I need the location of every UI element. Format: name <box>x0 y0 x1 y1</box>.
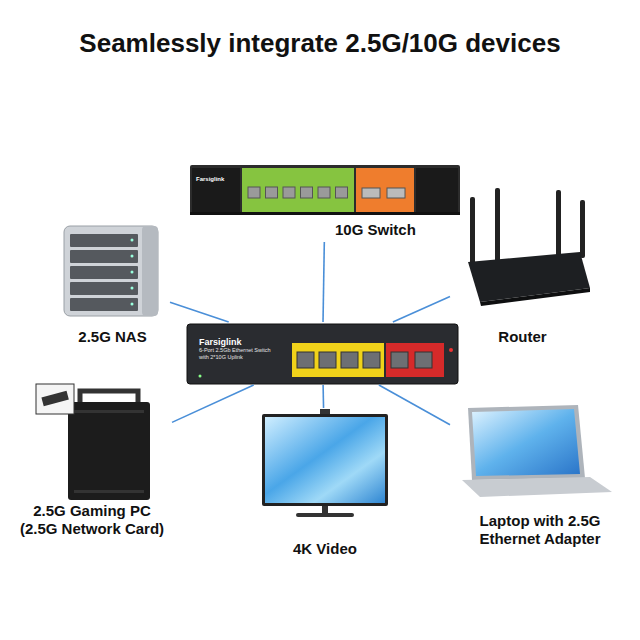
router-picture <box>580 200 585 258</box>
nas-device: 2.5G NAS <box>55 218 170 348</box>
router-picture <box>470 197 475 267</box>
device-label: 2.5G Gaming PC (2.5G Network Card) <box>14 502 170 538</box>
nas-picture <box>64 226 158 316</box>
laptop-picture <box>472 409 580 476</box>
gaming-pc-picture <box>41 391 68 406</box>
ten-g-switch-picture <box>362 188 380 198</box>
tv-picture <box>262 409 388 517</box>
main-switch-picture <box>386 343 444 377</box>
main-switch-picture <box>319 352 336 368</box>
laptop-picture <box>462 405 612 497</box>
nas-picture <box>70 250 138 263</box>
tv-device: 4K Video <box>255 408 395 560</box>
router-picture <box>480 288 590 306</box>
switch-device: 10G Switch <box>185 158 465 242</box>
text-holder: 4K Video <box>255 408 395 560</box>
tv-picture <box>322 506 328 514</box>
nas-picture <box>70 234 138 247</box>
router-device: Router <box>450 180 595 348</box>
tv-picture <box>262 414 388 506</box>
device-label: 4K Video <box>293 540 357 558</box>
network-link <box>322 385 324 408</box>
text-holder: Router <box>450 180 595 348</box>
ten-g-switch-picture <box>266 187 278 198</box>
diagram-title: Seamlessly integrate 2.5G/10G devices <box>0 28 640 59</box>
tv-picture <box>320 409 330 414</box>
text-holder: 2.5G NAS <box>55 218 170 348</box>
main-switch-picture <box>391 352 408 368</box>
gaming-pc-picture <box>36 384 150 500</box>
text-holder: Laptop with 2.5G Ethernet Adapter <box>450 400 630 550</box>
main-switch-picture <box>187 324 458 384</box>
device-subtext: 6-Port 2.5Gb Ethernet Switch with 2*10G … <box>199 347 281 360</box>
device-label: 2.5G NAS <box>78 328 146 346</box>
network-link <box>323 242 324 322</box>
main-switch-picture <box>341 352 358 368</box>
text-holder: 2.5G Gaming PC (2.5G Network Card) <box>12 378 172 540</box>
text-holder: Farsiglink6-Port 2.5Gb Ethernet Switch w… <box>185 322 281 385</box>
router-picture <box>468 252 590 302</box>
main-switch-picture <box>415 352 432 368</box>
device-label: Router <box>498 328 546 346</box>
main-switch-picture <box>363 352 380 368</box>
main-switch-picture <box>297 352 314 368</box>
gaming-pc-picture <box>80 391 138 402</box>
main-switch-picture <box>187 324 458 384</box>
tv-picture <box>265 417 385 503</box>
ten-g-switch-picture <box>336 187 348 198</box>
nas-picture <box>131 239 134 242</box>
nas-picture <box>131 303 134 306</box>
main-switch: Farsiglink6-Port 2.5Gb Ethernet Switch w… <box>185 322 460 385</box>
brand-label: Farsiglink <box>196 176 224 182</box>
nas-picture <box>131 271 134 274</box>
gaming-pc-picture <box>74 410 144 413</box>
nas-picture <box>142 226 158 316</box>
tv-picture <box>296 513 354 517</box>
nas-picture <box>70 266 138 279</box>
ten-g-switch-picture <box>416 168 458 212</box>
network-link <box>172 385 254 422</box>
ten-g-switch-picture <box>192 168 240 212</box>
ten-g-switch-picture <box>356 168 414 212</box>
main-switch-picture <box>449 348 453 352</box>
network-link <box>393 296 450 322</box>
main-switch-picture <box>292 343 384 377</box>
gaming-pc-picture <box>74 490 144 493</box>
ten-g-switch-picture <box>190 165 460 215</box>
nas-picture <box>70 298 138 311</box>
laptop-picture <box>468 405 585 480</box>
laptop-device: Laptop with 2.5G Ethernet Adapter <box>450 400 630 550</box>
router-picture <box>556 190 561 256</box>
text-holder: 10G Switch <box>185 158 465 242</box>
ten-g-switch-picture <box>242 168 354 212</box>
ten-g-switch-picture <box>301 187 313 198</box>
device-label: Laptop with 2.5G Ethernet Adapter <box>452 512 628 548</box>
router-picture <box>468 188 590 306</box>
gaming-pc-picture <box>36 384 74 414</box>
ten-g-switch-picture <box>190 212 460 215</box>
ten-g-switch-picture <box>387 188 405 198</box>
nas-picture <box>64 226 158 316</box>
ten-g-switch-picture <box>318 187 330 198</box>
ten-g-switch-picture <box>190 165 460 215</box>
ten-g-switch-picture <box>283 187 295 198</box>
device-label: Farsiglink <box>199 337 242 347</box>
ten-g-switch-picture <box>248 187 260 198</box>
pc-device: 2.5G Gaming PC (2.5G Network Card) <box>12 378 172 540</box>
router-picture <box>495 188 500 262</box>
nas-picture <box>70 282 138 295</box>
nas-picture <box>131 255 134 258</box>
device-label: 10G Switch <box>335 221 416 239</box>
gaming-pc-picture <box>68 402 150 500</box>
main-switch-picture <box>199 375 202 378</box>
nas-picture <box>131 287 134 290</box>
network-link <box>170 302 229 322</box>
laptop-picture <box>462 477 612 497</box>
network-link <box>379 385 450 425</box>
